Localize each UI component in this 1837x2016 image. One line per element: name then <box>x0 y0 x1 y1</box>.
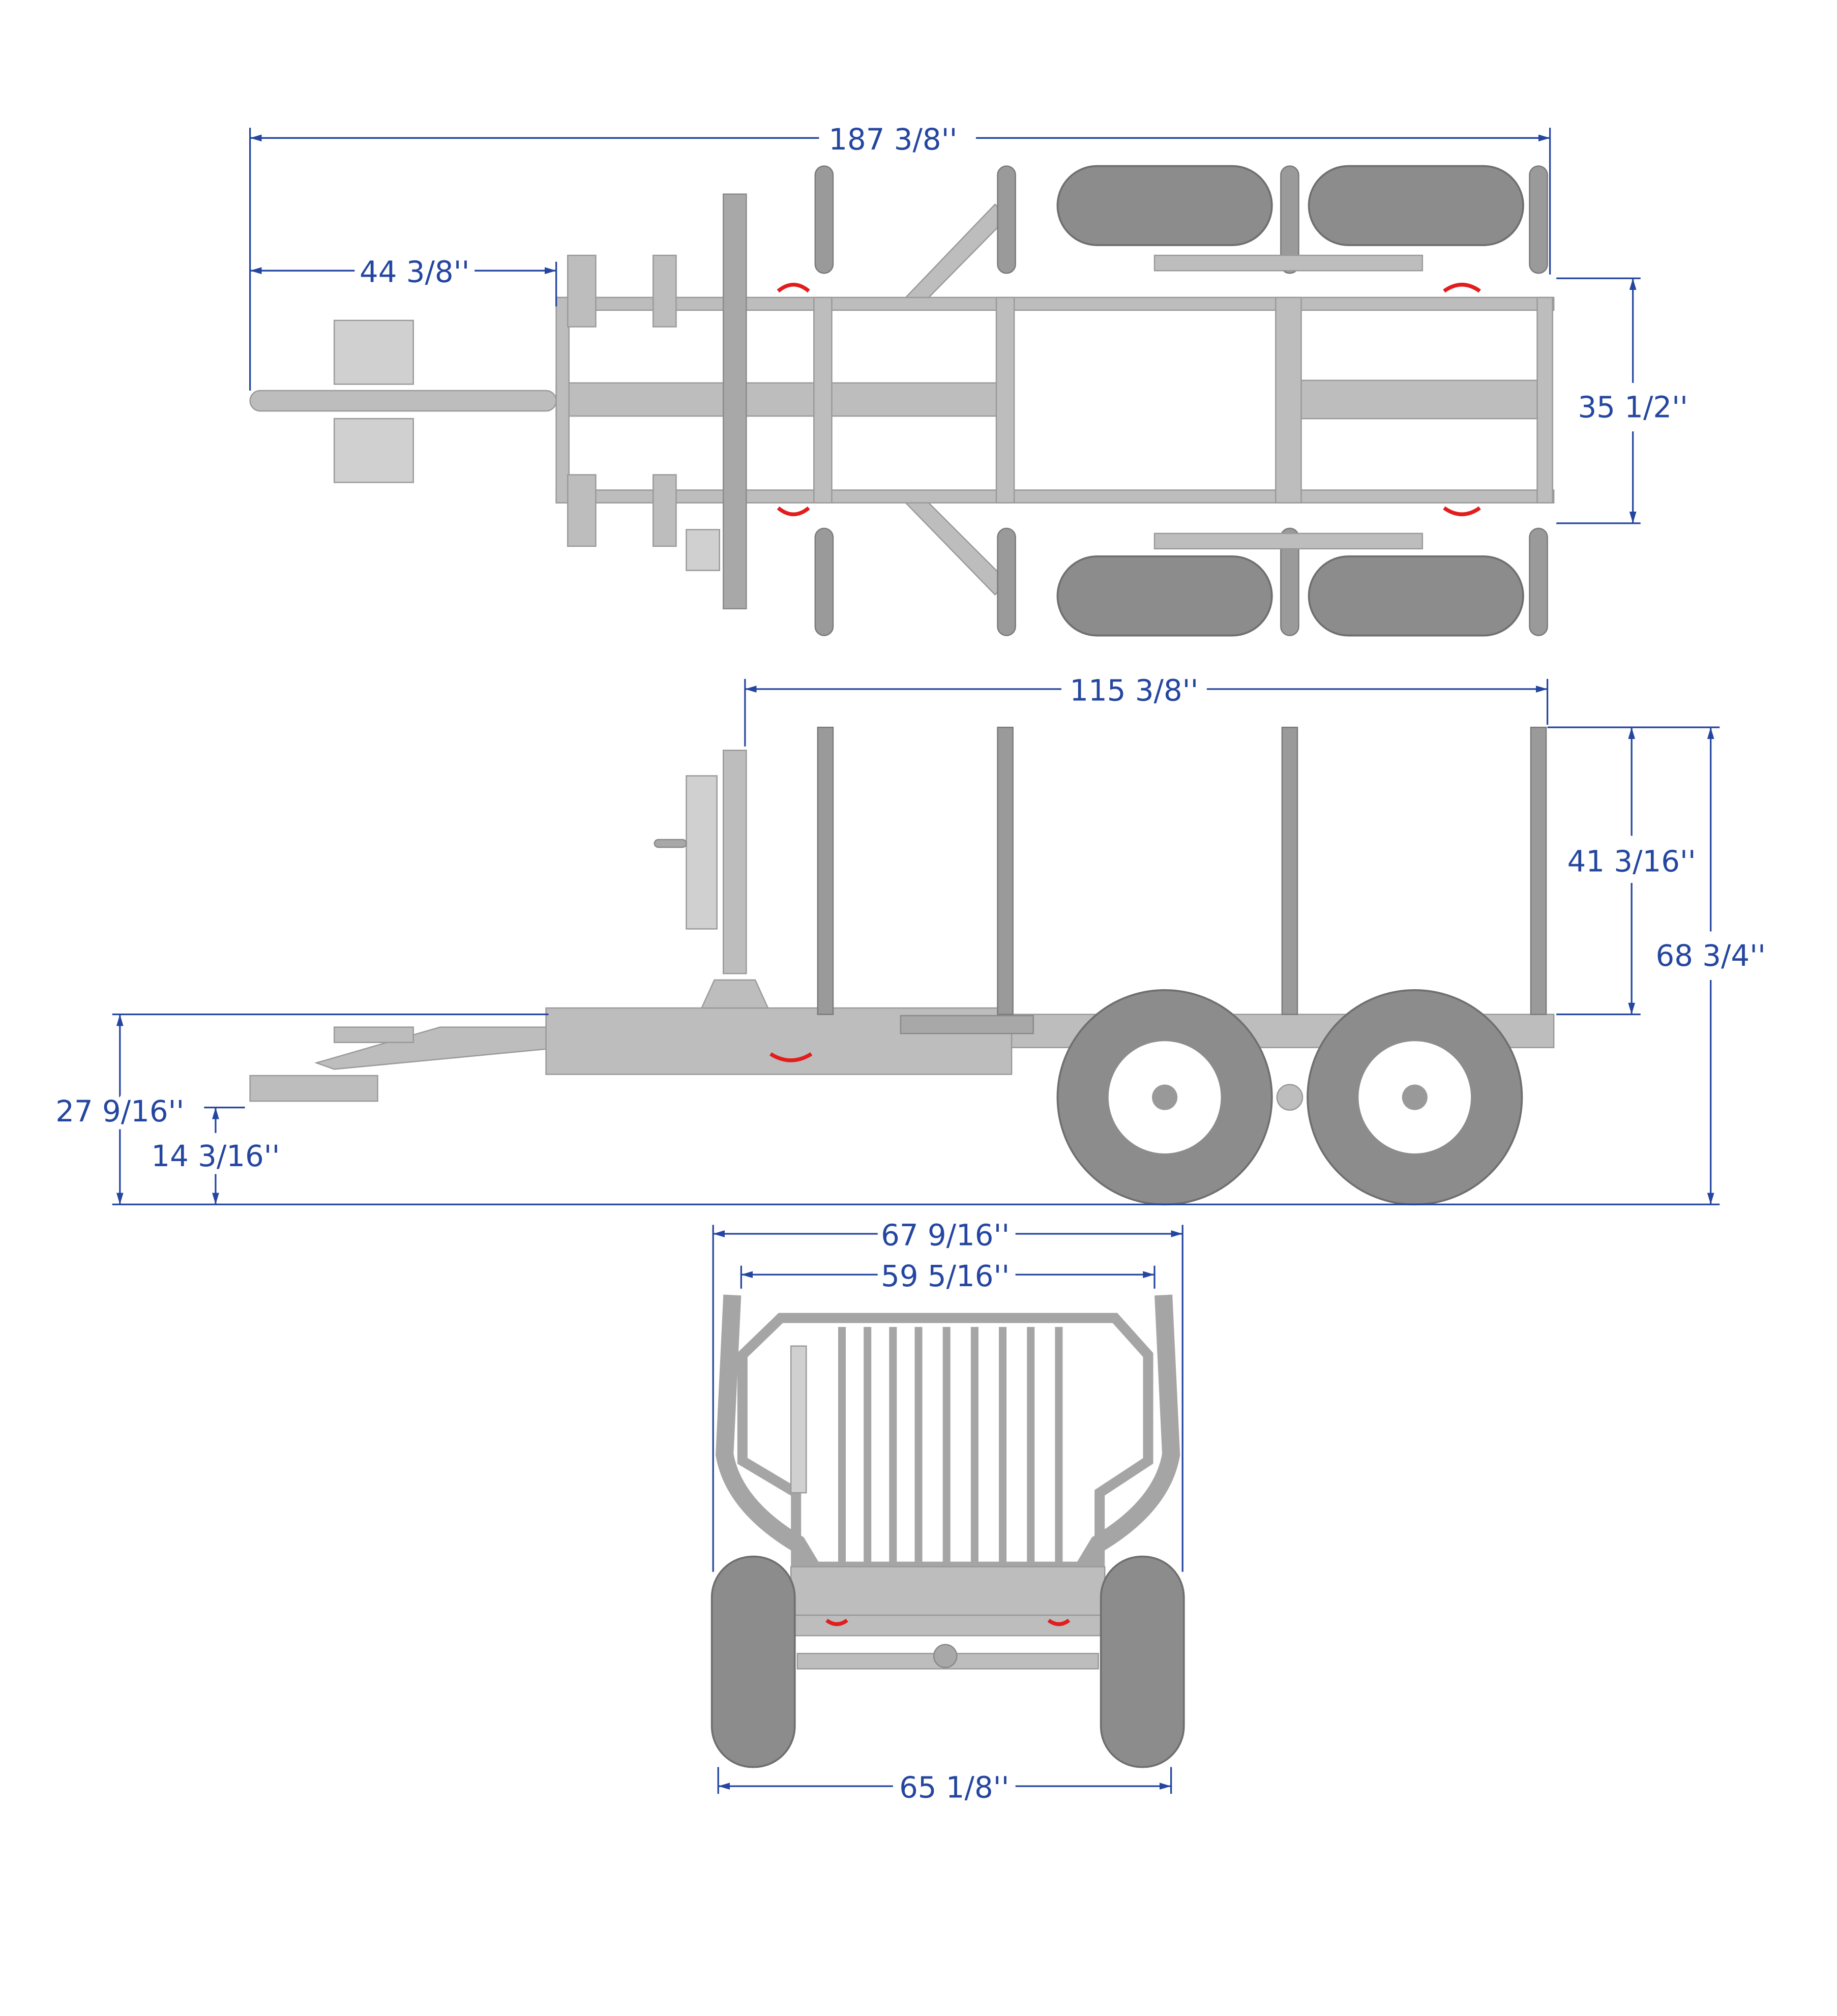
jack-side <box>686 775 718 930</box>
dim-frame-height: 27 9/16'' <box>55 1094 184 1129</box>
bracket <box>653 254 677 328</box>
side-rail <box>555 489 1555 503</box>
crossmember <box>1275 297 1302 503</box>
red-clamp <box>777 283 810 293</box>
crossmember <box>1536 297 1553 503</box>
front-crossmember <box>555 297 570 503</box>
dim-bunk-width: 59 5/16'' <box>881 1259 1010 1293</box>
tire-rear-right <box>1100 1555 1185 1768</box>
stakes-side <box>817 726 1547 1015</box>
rear-view: 67 9/16'' 59 5/16'' 65 1/8'' <box>710 1218 1185 1805</box>
axle-beam <box>1153 532 1424 550</box>
mesh-plate-side <box>333 1026 414 1043</box>
bracket <box>567 474 597 547</box>
stakes <box>814 165 1548 636</box>
dim-overall-length: 187 3/8'' <box>828 122 957 157</box>
axle-beam <box>1153 254 1424 272</box>
hitch <box>249 1075 378 1102</box>
dim-track-width: 65 1/8'' <box>899 1770 1009 1805</box>
red-clamp <box>1443 506 1481 516</box>
wheels-side <box>1056 989 1523 1206</box>
hitch-mesh-plate <box>333 418 414 483</box>
dim-bunk-length: 115 3/8'' <box>1070 673 1198 707</box>
side-stake-right <box>1071 1294 1180 1581</box>
jack <box>686 529 720 571</box>
dim-stake-height: 41 3/16'' <box>1567 844 1696 879</box>
red-clamp <box>1443 283 1481 293</box>
front-stake-side <box>722 750 747 974</box>
crossmember <box>995 297 1015 503</box>
jack-handle <box>654 839 687 848</box>
tire-rear-left <box>710 1555 796 1768</box>
brace <box>904 502 1009 596</box>
jack-rear <box>790 1345 807 1494</box>
tires-top <box>1056 165 1524 637</box>
hitch-mesh-plate <box>333 319 414 385</box>
dim-overall-width: 67 9/16'' <box>881 1218 1010 1253</box>
front-bunk-beam <box>722 193 747 610</box>
side-stake-left <box>716 1294 824 1581</box>
top-view: 187 3/8'' 44 3/8'' 35 1/2'' <box>249 122 1688 637</box>
bunk-plate <box>900 1015 1034 1034</box>
red-clamp-rear <box>825 1618 848 1626</box>
dim-tongue-length: 44 3/8'' <box>360 255 469 289</box>
brace <box>904 203 1009 299</box>
dim-overall-height: 68 3/4'' <box>1656 938 1766 973</box>
bracket <box>653 474 677 547</box>
rear-crossbeam <box>790 1566 1106 1616</box>
dim-hitch-height: 14 3/16'' <box>151 1139 280 1173</box>
center-beam <box>555 382 1003 417</box>
stake-base <box>700 979 769 1009</box>
dim-frame-width: 35 1/2'' <box>1578 390 1688 425</box>
red-clamp-rear <box>1047 1618 1071 1626</box>
side-view: 115 3/8'' 41 3/16'' 68 3/4'' 27 9/16'' 1… <box>50 673 1766 1206</box>
hitch-rear <box>933 1644 958 1669</box>
crossmember <box>813 297 833 503</box>
red-clamp-side <box>769 1052 813 1062</box>
rack-bars <box>838 1327 1063 1563</box>
side-rail <box>555 297 1555 311</box>
center-beam-rear <box>1295 379 1542 420</box>
tongue <box>249 390 557 412</box>
bracket <box>567 254 597 328</box>
red-clamp <box>777 506 810 516</box>
